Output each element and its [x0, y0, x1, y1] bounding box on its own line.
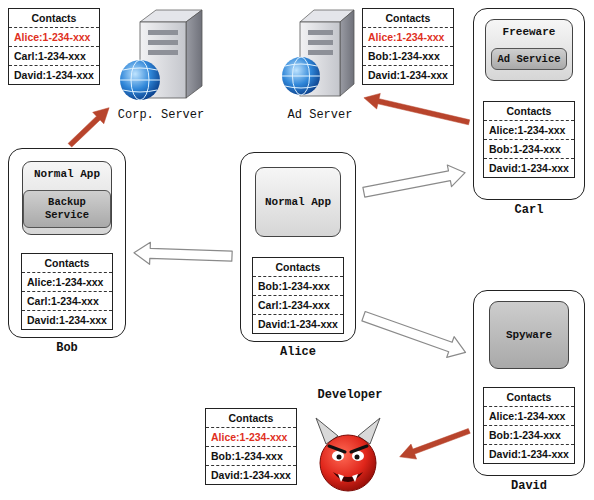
contacts-heading: Contacts	[253, 258, 343, 276]
contacts-table: ContactsAlice:1-234-xxxBob:1-234-xxxDavi…	[483, 101, 575, 178]
phone-owner-label: Bob	[0, 341, 139, 355]
phone-box: CarlFreewareAd ServiceContactsAlice:1-23…	[473, 8, 585, 200]
phone-box: DavidSpywareContactsAlice:1-234-xxxBob:1…	[473, 290, 585, 476]
contact-entry: Bob:1-234-xxx	[363, 46, 453, 65]
contacts-table: ContactsAlice:1-234-xxxBob:1-234-xxxDavi…	[205, 408, 297, 485]
contact-entry: Alice:1-234-xxx	[363, 27, 453, 46]
app-box: Normal AppBackup Service	[22, 161, 112, 235]
developer-label: Developer	[298, 388, 402, 402]
contact-entry: Alice:1-234-xxx	[9, 27, 99, 46]
app-box: Spyware	[489, 301, 569, 369]
contact-entry: Bob:1-234-xxx	[206, 446, 296, 465]
server-label: Ad Server	[274, 108, 366, 122]
contact-entry: Alice:1-234-xxx	[484, 406, 574, 425]
server-node: Ad Server	[280, 8, 360, 122]
contacts-heading: Contacts	[9, 9, 99, 27]
leak-arrow	[400, 429, 471, 460]
contact-entry: Alice:1-234-xxx	[206, 427, 296, 446]
contacts-table: ContactsAlice:1-234-xxxCarl:1-234-xxxDav…	[8, 8, 100, 85]
app-label: Normal App	[34, 168, 100, 180]
phone-box: BobNormal AppBackup ServiceContactsAlice…	[8, 148, 126, 338]
leak-arrow	[68, 108, 109, 147]
server-icon	[282, 10, 354, 96]
share-arrow	[134, 242, 232, 264]
contacts-heading: Contacts	[363, 9, 453, 27]
contacts-heading: Contacts	[484, 102, 574, 120]
contact-entry: Bob:1-234-xxx	[253, 276, 343, 295]
contact-entry: David:1-234-xxx	[253, 314, 343, 333]
contact-entry: David:1-234-xxx	[22, 310, 112, 329]
service-box: Backup Service	[23, 190, 111, 228]
developer-node: Developer	[304, 388, 396, 496]
app-box: Freeware Ad Service	[485, 19, 573, 81]
contacts-heading: Contacts	[22, 254, 112, 272]
contact-entry: Bob:1-234-xxx	[484, 425, 574, 444]
service-label: Ad Service	[497, 53, 560, 66]
app-label: Freeware	[503, 26, 556, 38]
contact-entry: Alice:1-234-xxx	[484, 120, 574, 139]
contact-entry: David:1-234-xxx	[484, 158, 574, 177]
contact-entry: Carl:1-234-xxx	[22, 291, 112, 310]
contact-entry: David:1-234-xxx	[206, 465, 296, 484]
server-icon	[120, 10, 202, 100]
app-label: Normal App	[265, 196, 331, 208]
contacts-heading: Contacts	[206, 409, 296, 427]
contact-entry: David:1-234-xxx	[484, 444, 574, 463]
contacts-table: ContactsAlice:1-234-xxxBob:1-234-xxxDavi…	[362, 8, 454, 85]
server-node: Corp. Server	[112, 8, 210, 122]
phone-owner-label: Alice	[227, 345, 369, 359]
contact-entry: Carl:1-234-xxx	[253, 295, 343, 314]
contacts-heading: Contacts	[484, 388, 574, 406]
service-box: Ad Service	[491, 48, 567, 70]
share-arrow	[362, 312, 466, 358]
contact-entry: Alice:1-234-xxx	[22, 272, 112, 291]
app-box: Normal App	[255, 167, 341, 237]
phone-box: AliceNormal AppContactsBob:1-234-xxxCarl…	[240, 152, 356, 342]
contact-entry: David:1-234-xxx	[363, 65, 453, 84]
contacts-table: ContactsBob:1-234-xxxCarl:1-234-xxxDavid…	[252, 257, 344, 334]
contact-entry: Bob:1-234-xxx	[484, 139, 574, 158]
contact-entry: Carl:1-234-xxx	[9, 46, 99, 65]
leak-arrow	[364, 93, 470, 124]
service-label: Backup Service	[28, 196, 106, 221]
share-arrow	[363, 165, 465, 197]
phone-owner-label: Carl	[460, 203, 594, 217]
app-label: Spyware	[506, 329, 552, 341]
contact-entry: David:1-234-xxx	[9, 65, 99, 84]
phone-owner-label: David	[460, 479, 594, 493]
contacts-table: ContactsAlice:1-234-xxxBob:1-234-xxxDavi…	[483, 387, 575, 464]
devil-icon	[316, 418, 380, 491]
contacts-table: ContactsAlice:1-234-xxxCarl:1-234-xxxDav…	[21, 253, 113, 330]
server-label: Corp. Server	[106, 108, 216, 122]
